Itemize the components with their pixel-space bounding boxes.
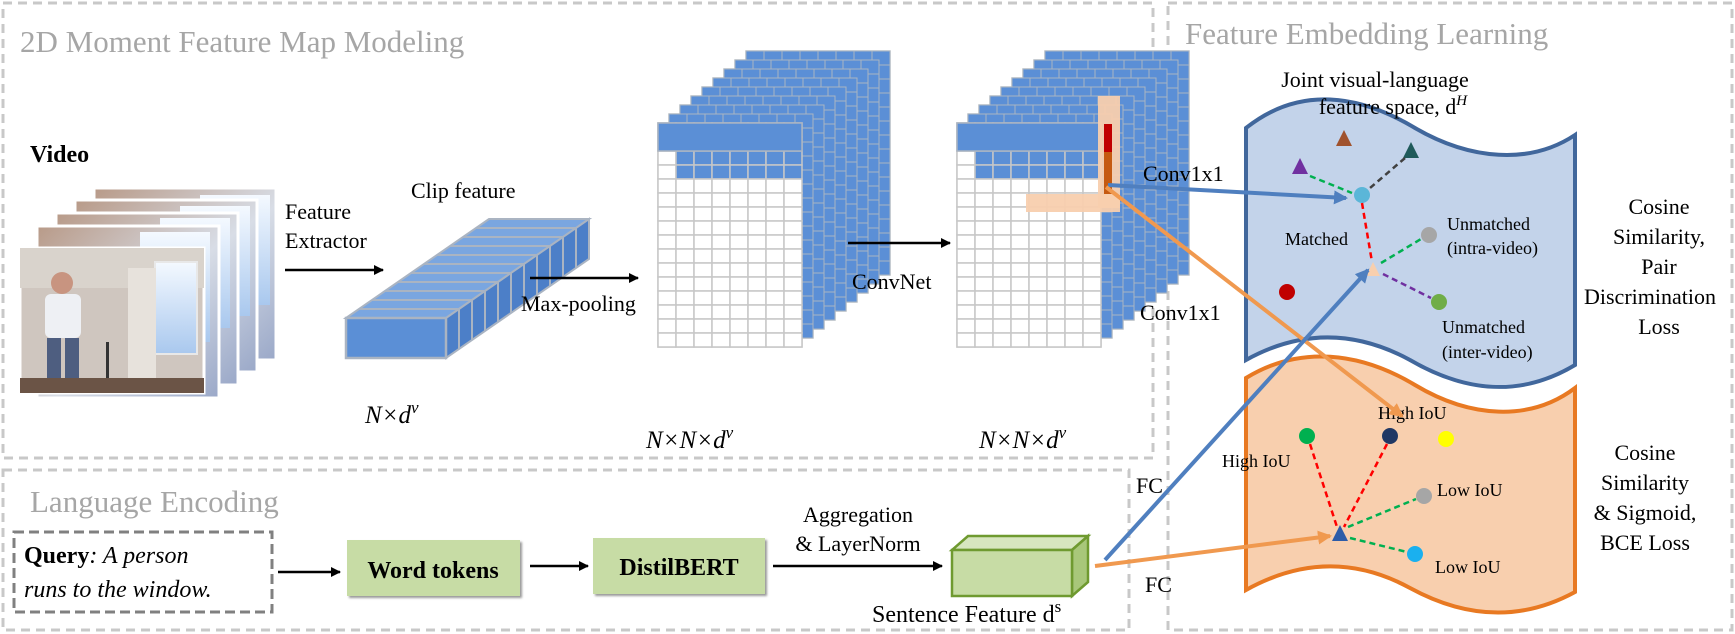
iou-space-points (1299, 428, 1454, 562)
joint-space-title-2: feature space, dH (1319, 93, 1468, 119)
fc-arrow-top (1103, 268, 1370, 562)
gray-point-low (1416, 488, 1432, 504)
clip-feature-block (342, 217, 593, 360)
video-frame-front (18, 246, 206, 395)
panel-title-language: Language Encoding (30, 484, 279, 519)
unmatched-inter-label-1: Unmatched (1442, 317, 1525, 337)
loss-bottom-labels: Cosine Similarity & Sigmoid, BCE Loss (1594, 440, 1697, 555)
gray-point (1421, 227, 1437, 243)
clip-block-front (344, 316, 448, 360)
link-inter (1382, 272, 1432, 300)
distilbert-label: DistilBERT (619, 555, 738, 581)
triangle-purple (1292, 158, 1308, 174)
language-panel (1, 468, 1131, 632)
high-iou-left-label: High IoU (1222, 451, 1291, 471)
unmatched-inter-label-2: (inter-video) (1442, 342, 1533, 363)
yellow-point (1438, 431, 1454, 447)
maxpool-label: Max-pooling (521, 291, 636, 316)
map-highlight-cell (1104, 124, 1112, 152)
word-tokens-label: Word tokens (367, 558, 498, 584)
loss-top-labels: Cosine Similarity, Pair Discrimination L… (1584, 194, 1716, 339)
joint-space-title-1: Joint visual-language (1281, 67, 1469, 92)
red-point (1279, 284, 1295, 300)
link-high-left (1308, 443, 1339, 528)
moment-map-panel (1, 1, 1155, 460)
low-iou-label-2: Low IoU (1435, 557, 1501, 577)
clip-title: Clip feature (411, 178, 515, 203)
loss-bottom-3: & Sigmoid, (1594, 500, 1697, 525)
aggregation-label-1: Aggregation (803, 502, 913, 527)
convnet-label: ConvNet (852, 269, 931, 294)
loss-top-1: Cosine (1628, 194, 1689, 219)
distilbert-box (593, 538, 765, 594)
query-point-top (1354, 187, 1370, 203)
sentence-feature-box (948, 533, 1092, 599)
link-purple (1309, 174, 1353, 195)
query-box (12, 530, 274, 614)
embedding-panel (1166, 1, 1734, 632)
matched-label: Matched (1285, 229, 1348, 249)
cyan-point (1407, 546, 1423, 562)
link-teal (1369, 157, 1406, 189)
matched-triangle (1366, 262, 1380, 276)
link-high-top (1342, 443, 1389, 528)
moment-map-pooled (657, 50, 891, 348)
video-title: Video (30, 142, 89, 168)
word-tokens-box (347, 540, 520, 596)
joint-space-points (1279, 130, 1447, 310)
video-frames (18, 186, 278, 400)
conv-label-top: Conv1x1 (1143, 161, 1224, 186)
panel-title-embedding: Feature Embedding Learning (1185, 16, 1548, 51)
loss-top-2: Similarity, (1613, 224, 1705, 249)
fc-label-bottom: FC (1145, 572, 1172, 597)
iou-feature-space (1244, 354, 1577, 615)
map1-dim: N×N×dv (645, 423, 734, 454)
moment-map-convnet (956, 50, 1190, 348)
sentence-feature-label: Sentence Feature ds (872, 597, 1061, 628)
fc-arrow-bottom (1094, 530, 1332, 568)
link-intra (1380, 237, 1422, 265)
conv-label-mid: Conv1x1 (1140, 300, 1221, 325)
map-highlight-bar (1104, 124, 1112, 194)
green-point (1299, 428, 1315, 444)
conv-arrow-top (1107, 183, 1348, 205)
loss-top-3: Pair (1641, 254, 1677, 279)
extractor-label-1: Feature (285, 199, 351, 224)
map2-dim: N×N×dv (978, 423, 1067, 454)
conv-arrow-mid (1104, 185, 1404, 418)
query-line-2: runs to the window. (24, 577, 212, 603)
loss-bottom-4: BCE Loss (1600, 530, 1690, 555)
link-low-1 (1347, 497, 1417, 529)
olive-point (1431, 294, 1447, 310)
triangle-brown (1336, 130, 1352, 146)
query-triangle-bottom (1332, 525, 1348, 541)
unmatched-intra-label-1: Unmatched (1447, 214, 1530, 234)
aggregation-label-2: & LayerNorm (795, 531, 920, 556)
loss-top-4: Discrimination (1584, 284, 1716, 309)
query-line-1: Query: A person (24, 543, 188, 569)
low-iou-label-1: Low IoU (1437, 480, 1503, 500)
clip-dim: N×dv (364, 398, 419, 429)
map-highlight-row (1026, 194, 1120, 212)
loss-bottom-2: Similarity (1601, 470, 1689, 495)
triangle-teal (1403, 142, 1419, 158)
fc-label-top: FC (1136, 473, 1163, 498)
loss-top-5: Loss (1638, 314, 1680, 339)
unmatched-intra-label-2: (intra-video) (1447, 238, 1538, 259)
extractor-label-2: Extractor (285, 228, 368, 253)
navy-point (1382, 428, 1398, 444)
panel-title-moment-map: 2D Moment Feature Map Modeling (20, 24, 464, 59)
loss-bottom-1: Cosine (1614, 440, 1675, 465)
